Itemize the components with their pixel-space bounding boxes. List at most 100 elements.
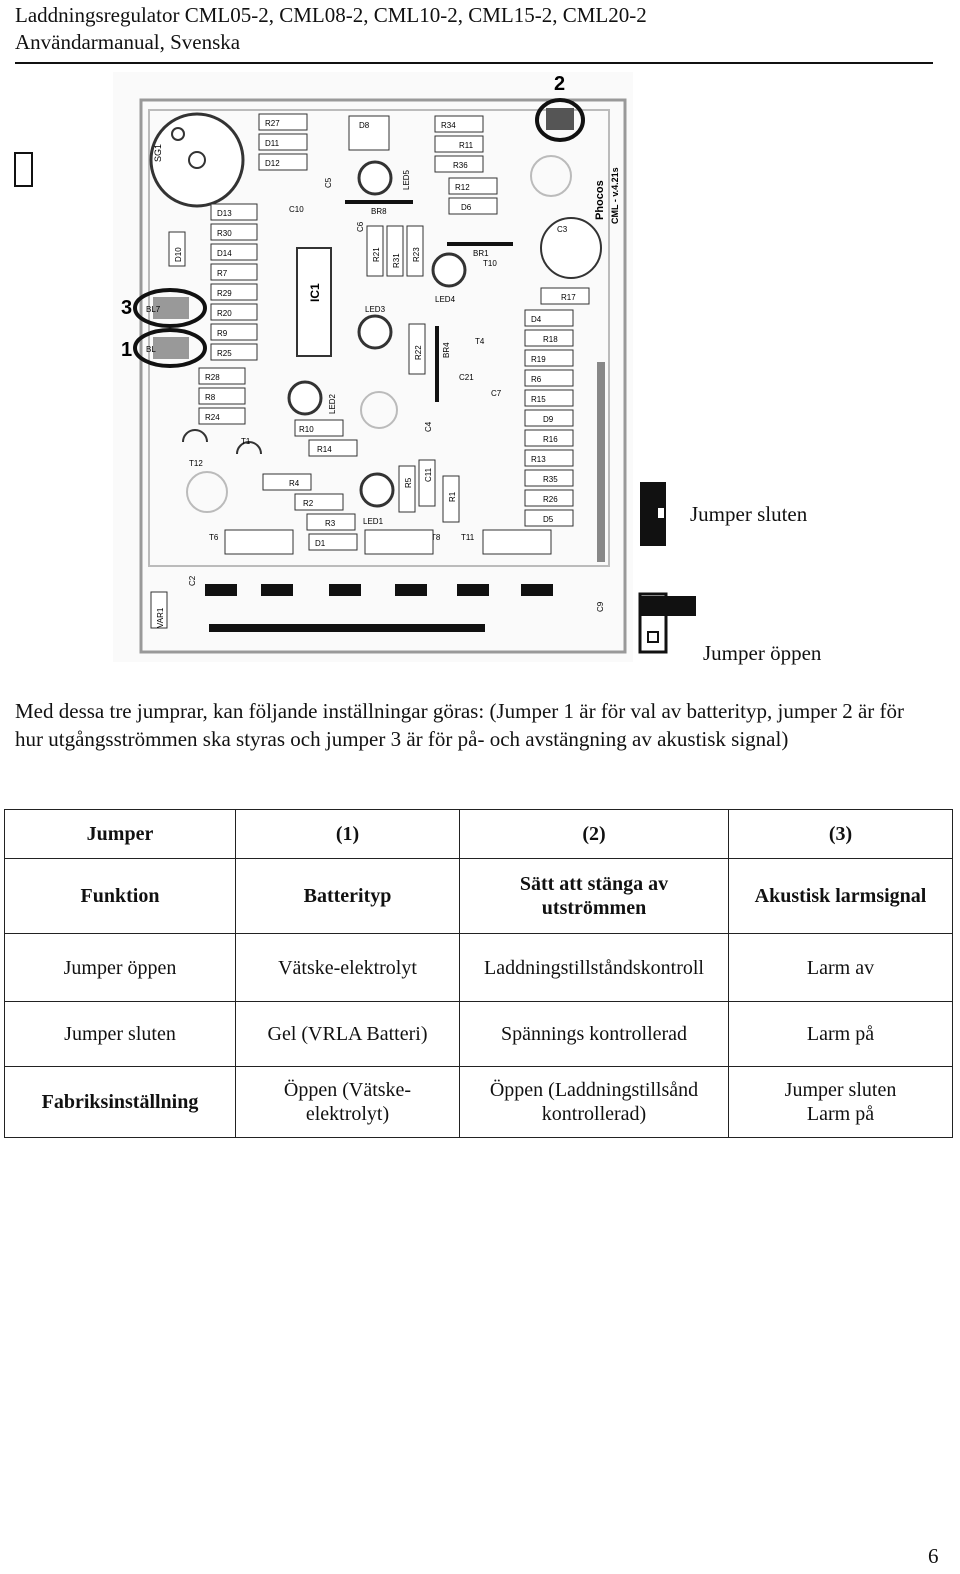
- table-header-cell: (1): [235, 809, 460, 859]
- svg-text:D8: D8: [359, 121, 370, 130]
- right-component-column: R17 D4 R18 R19 R6 R15 D9 R16 R13 R35 R26…: [524, 287, 590, 527]
- svg-text:R10: R10: [299, 425, 314, 434]
- svg-text:R25: R25: [217, 349, 232, 358]
- table-cell: Batterityp: [235, 858, 460, 934]
- table-cell: Öppen (Laddningstillsånd kontrollerad): [459, 1066, 729, 1138]
- svg-text:R22: R22: [414, 345, 423, 360]
- cell-line: Jumper sluten: [784, 1079, 897, 1101]
- svg-text:R15: R15: [531, 395, 546, 404]
- lower-component-group: R10 R14 R4 R2 R3 D1 R5 C11 R1 C21 C7 C4 …: [262, 337, 502, 551]
- svg-text:T6: T6: [209, 533, 219, 542]
- intro-paragraph: Med dessa tre jumprar, kan följande inst…: [15, 699, 905, 751]
- svg-text:C5: C5: [324, 177, 333, 188]
- svg-text:LED3: LED3: [365, 305, 386, 314]
- svg-text:R19: R19: [531, 355, 546, 364]
- pcb-layout-figure: SG1 2 3 BL7 1 BL D13 R30 D14 R7 R29 R20 …: [113, 72, 633, 662]
- svg-text:C21: C21: [459, 373, 474, 382]
- svg-text:R14: R14: [317, 445, 332, 454]
- table-cell: Larm av: [728, 933, 953, 1002]
- svg-text:BR8: BR8: [371, 207, 387, 216]
- table-row: Jumper sluten Gel (VRLA Batteri) Spännin…: [4, 1001, 953, 1067]
- svg-text:BL: BL: [146, 345, 156, 354]
- svg-text:D12: D12: [265, 159, 280, 168]
- table-row: Funktion Batterityp Sätt att stänga av u…: [4, 858, 953, 934]
- svg-text:T11: T11: [461, 533, 475, 542]
- svg-text:BR4: BR4: [442, 342, 451, 358]
- svg-text:IC1: IC1: [308, 283, 322, 302]
- svg-text:R30: R30: [217, 229, 232, 238]
- jumper-settings-table: Jumper (1) (2) (3) Funktion Batterityp S…: [4, 809, 953, 1138]
- svg-text:R23: R23: [412, 247, 421, 262]
- svg-text:R24: R24: [205, 413, 220, 422]
- svg-text:LED4: LED4: [435, 295, 456, 304]
- table-cell: Jumper sluten Larm på: [728, 1066, 953, 1138]
- svg-text:R3: R3: [325, 519, 336, 528]
- svg-text:R21: R21: [372, 247, 381, 262]
- svg-text:D6: D6: [461, 203, 472, 212]
- svg-text:D14: D14: [217, 249, 232, 258]
- svg-text:D10: D10: [174, 247, 183, 262]
- led-group: LED4 LED3 LED2 LED1: [186, 160, 467, 526]
- capacitor-c3: C3: [540, 217, 602, 279]
- svg-text:BR1: BR1: [473, 249, 489, 258]
- svg-text:R4: R4: [289, 479, 300, 488]
- svg-text:C4: C4: [424, 421, 433, 432]
- svg-text:R34: R34: [441, 121, 456, 130]
- svg-text:R7: R7: [217, 269, 228, 278]
- cell-line: kontrollerad): [541, 1103, 647, 1125]
- svg-text:D1: D1: [315, 539, 326, 548]
- svg-text:T8: T8: [431, 533, 441, 542]
- svg-text:R2: R2: [303, 499, 314, 508]
- svg-text:LED1: LED1: [363, 517, 384, 526]
- header-rule: [15, 62, 933, 64]
- cell-line: Öppen (Vätske-: [283, 1079, 412, 1101]
- svg-text:3: 3: [121, 297, 132, 319]
- svg-text:2: 2: [554, 73, 565, 95]
- svg-text:R36: R36: [453, 161, 468, 170]
- svg-text:R8: R8: [205, 393, 216, 402]
- page-number: 6: [928, 1544, 939, 1568]
- empty-pad: [530, 155, 572, 197]
- table-cell: Gel (VRLA Batteri): [235, 1001, 460, 1067]
- svg-text:D4: D4: [531, 315, 542, 324]
- missing-glyph-box: [14, 152, 33, 187]
- terminal-strip: VAR1 C2 C9: [150, 575, 605, 632]
- svg-text:C2: C2: [188, 575, 197, 586]
- table-header-cell: Jumper: [4, 809, 236, 859]
- jumper-open-symbol: [638, 592, 696, 654]
- jumper-closed-symbol: [640, 482, 666, 546]
- svg-text:R18: R18: [543, 335, 558, 344]
- table-row: Fabriksinställning Öppen (Vätske- elektr…: [4, 1066, 953, 1138]
- svg-text:LED5: LED5: [402, 169, 411, 190]
- mid-vertical-resistors: R21 R31 R23 R22 BR4: [366, 225, 451, 402]
- svg-text:1: 1: [121, 339, 132, 361]
- svg-text:R20: R20: [217, 309, 232, 318]
- svg-text:R29: R29: [217, 289, 232, 298]
- document-header: Laddningsregulator CML05-2, CML08-2, CML…: [15, 2, 647, 56]
- svg-text:T10: T10: [483, 259, 497, 268]
- svg-text:VAR1: VAR1: [156, 607, 165, 628]
- table-cell: Laddningstillståndskontroll: [459, 933, 729, 1002]
- svg-text:C6: C6: [356, 221, 365, 232]
- svg-text:D13: D13: [217, 209, 232, 218]
- svg-text:T4: T4: [475, 337, 485, 346]
- table-row: Jumper öppen Vätske-elektrolyt Laddnings…: [4, 933, 953, 1002]
- svg-text:R16: R16: [543, 435, 558, 444]
- board-outline: [139, 98, 627, 654]
- svg-text:R6: R6: [531, 375, 542, 384]
- left-component-column: D13 R30 D14 R7 R29 R20 R9 R25 R28 R8 R24…: [168, 203, 258, 425]
- inner-outline: [148, 109, 610, 567]
- top-component-group: R27 D11 D12 D8 R34 R11 R36 R12 D6 BR8 BR…: [258, 113, 513, 268]
- table-cell: Vätske-elektrolyt: [235, 933, 460, 1002]
- svg-text:C10: C10: [289, 205, 304, 214]
- svg-text:R11: R11: [459, 141, 474, 150]
- svg-text:R26: R26: [543, 495, 558, 504]
- brand-marking: Phocos CML - v.4.21s: [594, 167, 620, 224]
- svg-text:Phocos: Phocos: [594, 180, 606, 220]
- cell-line: Öppen (Laddningstillsånd: [489, 1079, 699, 1101]
- svg-text:T1: T1: [241, 437, 251, 446]
- svg-text:R28: R28: [205, 373, 220, 382]
- svg-text:C3: C3: [557, 225, 568, 234]
- svg-text:R1: R1: [448, 491, 457, 502]
- transistor-group: T12 T1 T6 T8 T11: [182, 429, 552, 555]
